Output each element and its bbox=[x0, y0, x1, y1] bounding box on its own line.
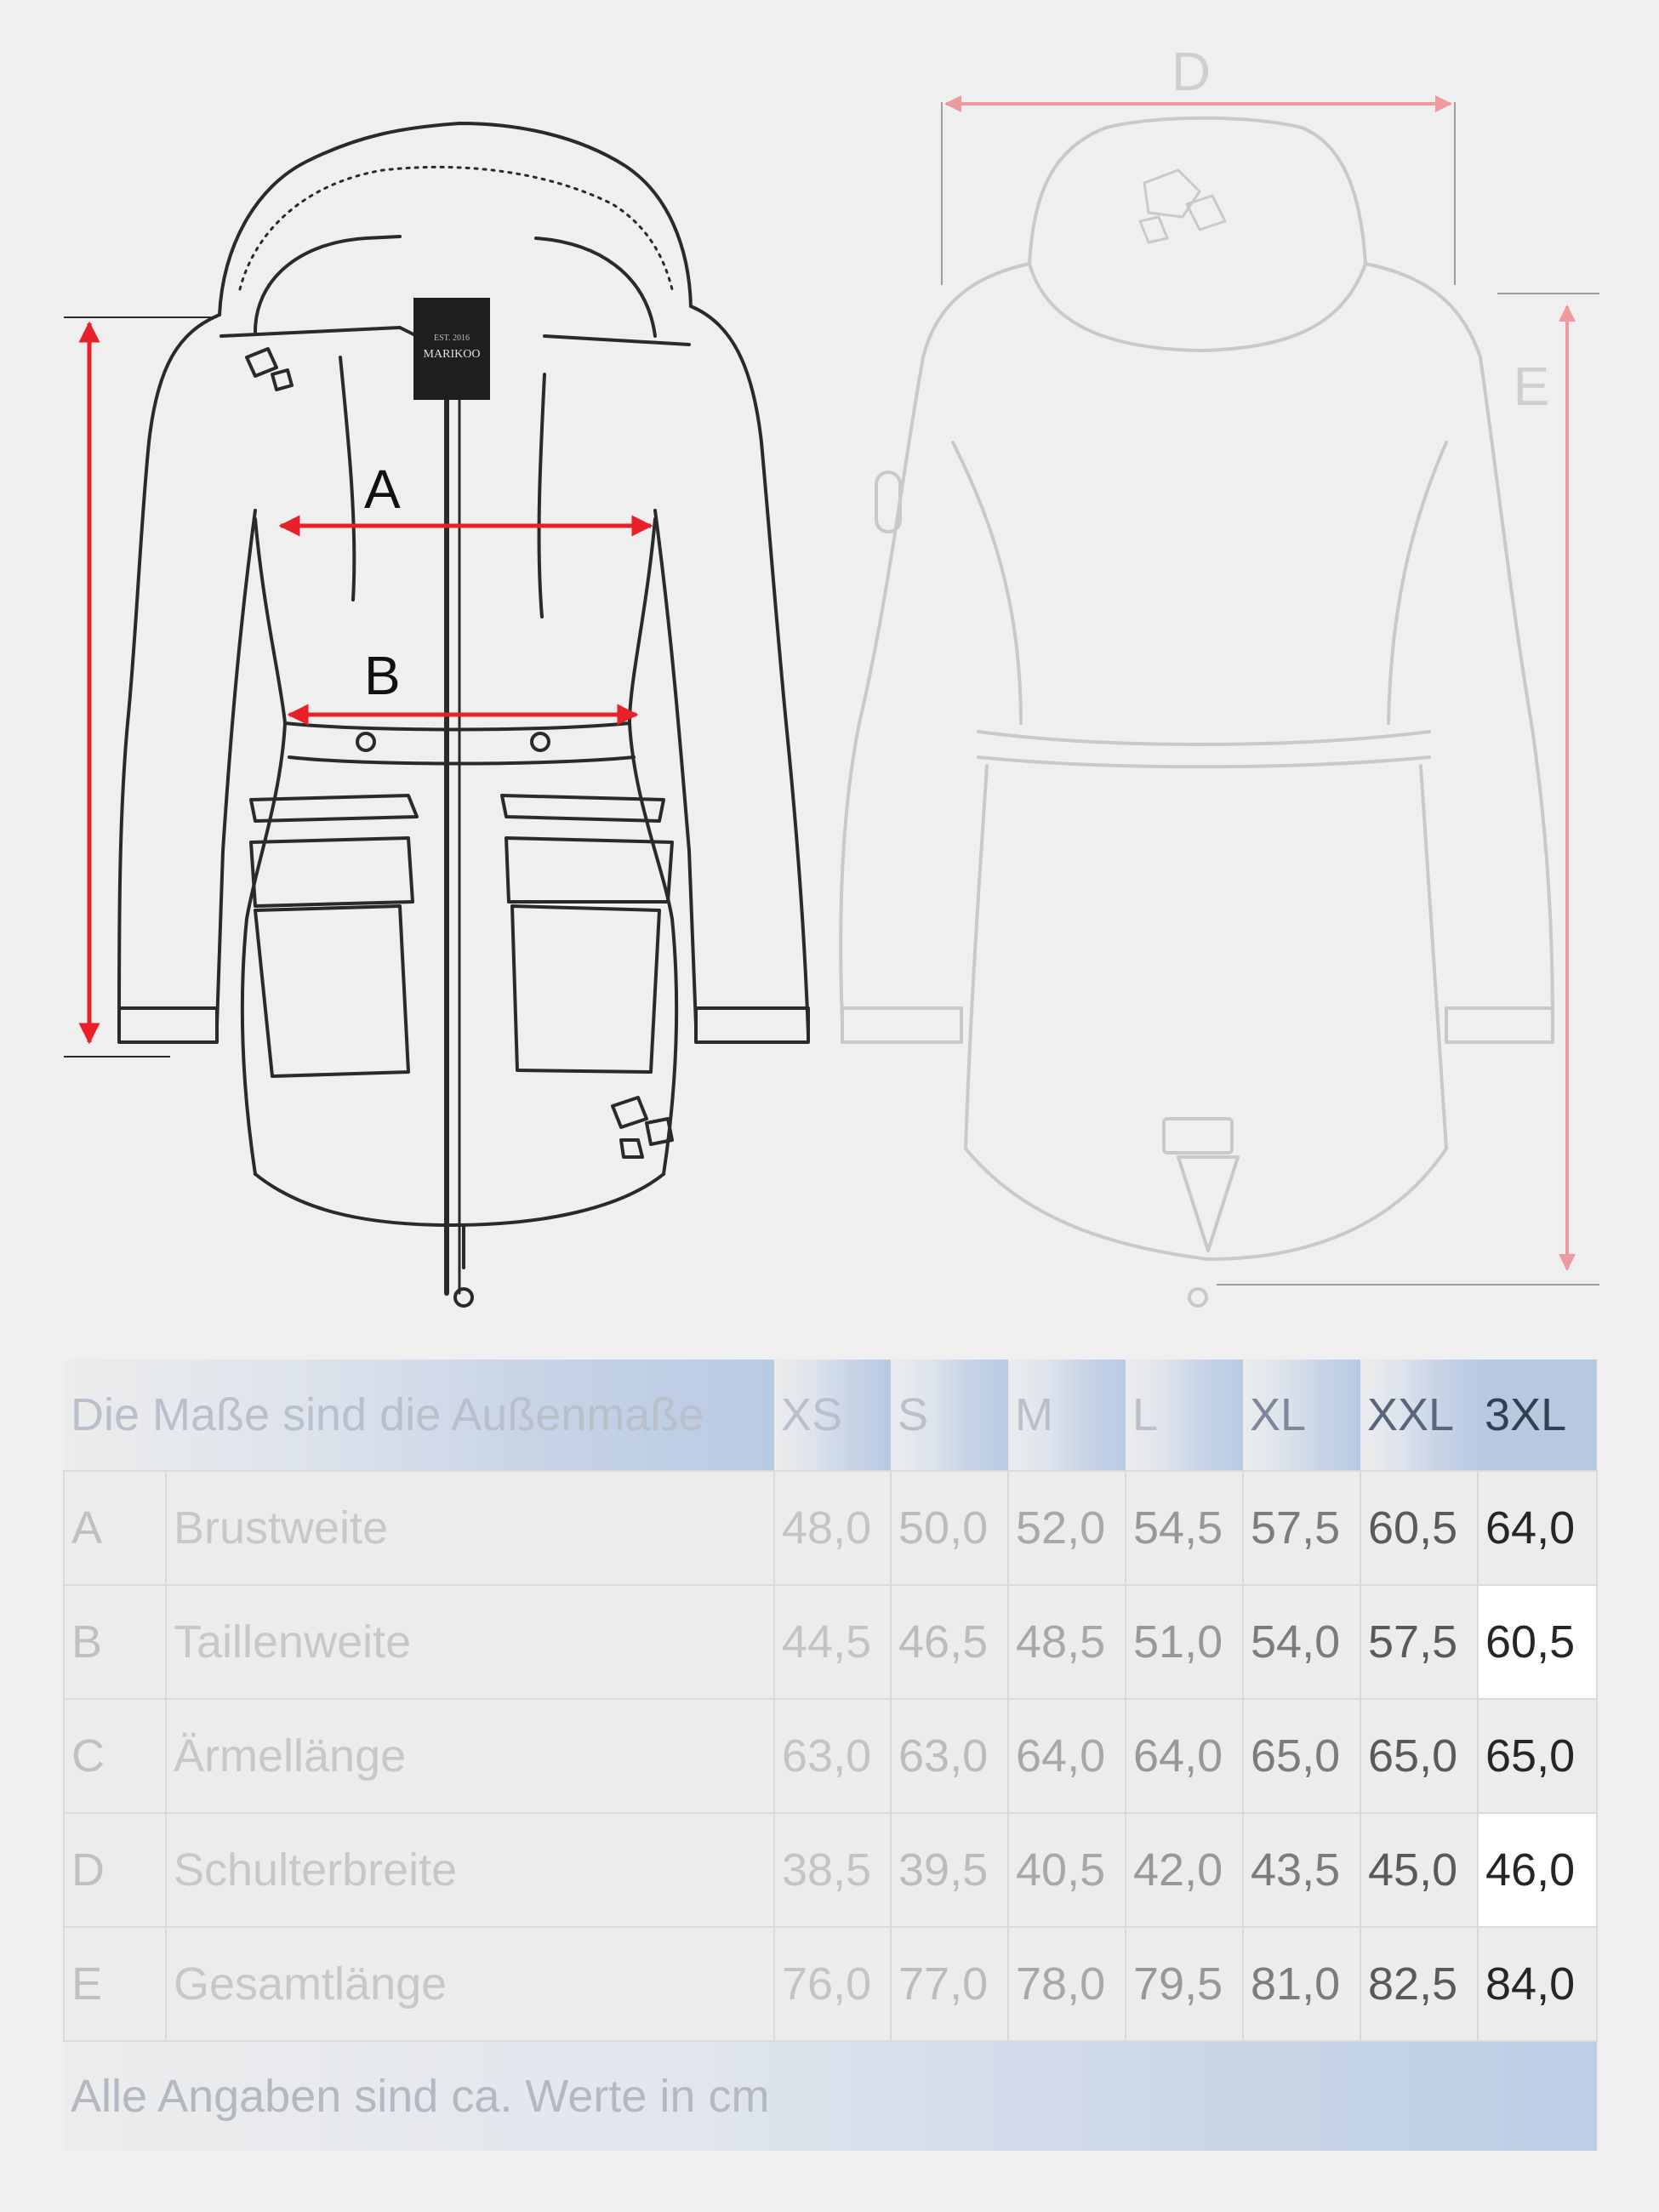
row-letter: B bbox=[63, 1583, 167, 1701]
row-label: Taillenweite bbox=[164, 1583, 776, 1701]
row-label: Brustweite bbox=[164, 1469, 776, 1586]
size-value: 65,0 bbox=[1360, 1697, 1479, 1815]
size-value: 50,0 bbox=[890, 1469, 1010, 1586]
row-letter: D bbox=[63, 1812, 167, 1929]
size-value: 60,5 bbox=[1360, 1469, 1479, 1586]
row-letter: A bbox=[63, 1469, 167, 1586]
table-row: A Brustweite 48,0 50,0 52,0 54,5 57,5 60… bbox=[63, 1469, 1599, 1586]
size-value: 65,0 bbox=[1477, 1697, 1599, 1815]
size-value: 63,0 bbox=[890, 1697, 1010, 1815]
size-value: 52,0 bbox=[1007, 1469, 1127, 1586]
size-value: 54,5 bbox=[1125, 1469, 1245, 1586]
size-header: 3XL bbox=[1478, 1360, 1598, 1471]
size-value: 40,5 bbox=[1007, 1812, 1127, 1929]
row-letter: E bbox=[63, 1926, 167, 2043]
size-value: 60,5 bbox=[1477, 1583, 1599, 1701]
dimension-label-a: A bbox=[364, 459, 401, 520]
size-value: 65,0 bbox=[1242, 1697, 1362, 1815]
size-value: 63,0 bbox=[773, 1697, 892, 1815]
size-header: M bbox=[1008, 1360, 1126, 1471]
header-caption: Die Maße sind die Außenmaße bbox=[64, 1360, 775, 1471]
size-chart-table: Die Maße sind die Außenmaße XS S M L XL … bbox=[63, 1360, 1599, 2151]
size-value: 48,5 bbox=[1007, 1583, 1127, 1701]
size-value: 57,5 bbox=[1242, 1469, 1362, 1586]
size-value: 84,0 bbox=[1477, 1926, 1599, 2043]
size-value: 38,5 bbox=[773, 1812, 892, 1929]
size-value: 45,0 bbox=[1360, 1812, 1479, 1929]
size-header: L bbox=[1126, 1360, 1244, 1471]
size-value: 79,5 bbox=[1125, 1926, 1245, 2043]
size-value: 78,0 bbox=[1007, 1926, 1127, 2043]
row-label: Ärmellänge bbox=[164, 1697, 776, 1815]
size-value: 44,5 bbox=[773, 1583, 892, 1701]
size-value: 64,0 bbox=[1007, 1697, 1127, 1815]
back-jacket-drawing bbox=[839, 116, 1554, 1308]
size-value: 46,0 bbox=[1477, 1812, 1599, 1929]
table-footer-row: Alle Angaben sind ca. Werte in cm bbox=[64, 2041, 1598, 2151]
dimension-label-d: D bbox=[1172, 41, 1211, 102]
brand-est-text: EST. 2016 bbox=[434, 334, 470, 343]
size-value: 39,5 bbox=[890, 1812, 1010, 1929]
size-value: 48,0 bbox=[773, 1469, 892, 1586]
size-value: 57,5 bbox=[1360, 1583, 1479, 1701]
size-header: S bbox=[891, 1360, 1009, 1471]
footer-note: Alle Angaben sind ca. Werte in cm bbox=[64, 2041, 1598, 2151]
table-row: D Schulterbreite 38,5 39,5 40,5 42,0 43,… bbox=[63, 1812, 1599, 1929]
table-header-row: Die Maße sind die Außenmaße XS S M L XL … bbox=[64, 1360, 1598, 1471]
size-value: 77,0 bbox=[890, 1926, 1010, 2043]
size-value: 54,0 bbox=[1242, 1583, 1362, 1701]
size-value: 51,0 bbox=[1125, 1583, 1245, 1701]
dimension-arrows-front: A B bbox=[64, 316, 653, 1058]
row-label: Schulterbreite bbox=[164, 1812, 776, 1929]
size-value: 82,5 bbox=[1360, 1926, 1479, 2043]
size-value: 64,0 bbox=[1125, 1697, 1245, 1815]
size-value: 76,0 bbox=[773, 1926, 892, 2043]
size-header: XL bbox=[1243, 1360, 1361, 1471]
row-label: Gesamtlänge bbox=[164, 1926, 776, 2043]
jacket-sketch: MARIKOO EST. 2016 A B D bbox=[64, 41, 1599, 1308]
table-row: E Gesamtlänge 76,0 77,0 78,0 79,5 81,0 8… bbox=[63, 1926, 1599, 2043]
size-value: 42,0 bbox=[1125, 1812, 1245, 1929]
size-value: 46,5 bbox=[890, 1583, 1010, 1701]
dimension-label-b: B bbox=[364, 645, 401, 706]
size-header: XXL bbox=[1360, 1360, 1479, 1471]
size-value: 81,0 bbox=[1242, 1926, 1362, 2043]
dimension-label-e: E bbox=[1514, 356, 1550, 417]
row-letter: C bbox=[63, 1697, 167, 1815]
size-value: 64,0 bbox=[1477, 1469, 1599, 1586]
size-header: XS bbox=[774, 1360, 892, 1471]
size-value: 43,5 bbox=[1242, 1812, 1362, 1929]
dimension-arrows-back: D E bbox=[941, 41, 1599, 1286]
front-label-patch: MARIKOO EST. 2016 bbox=[413, 298, 490, 400]
table-row: B Taillenweite 44,5 46,5 48,5 51,0 54,0 … bbox=[63, 1583, 1599, 1701]
table-row: C Ärmellänge 63,0 63,0 64,0 64,0 65,0 65… bbox=[63, 1697, 1599, 1815]
brand-label-text: MARIKOO bbox=[424, 348, 481, 361]
